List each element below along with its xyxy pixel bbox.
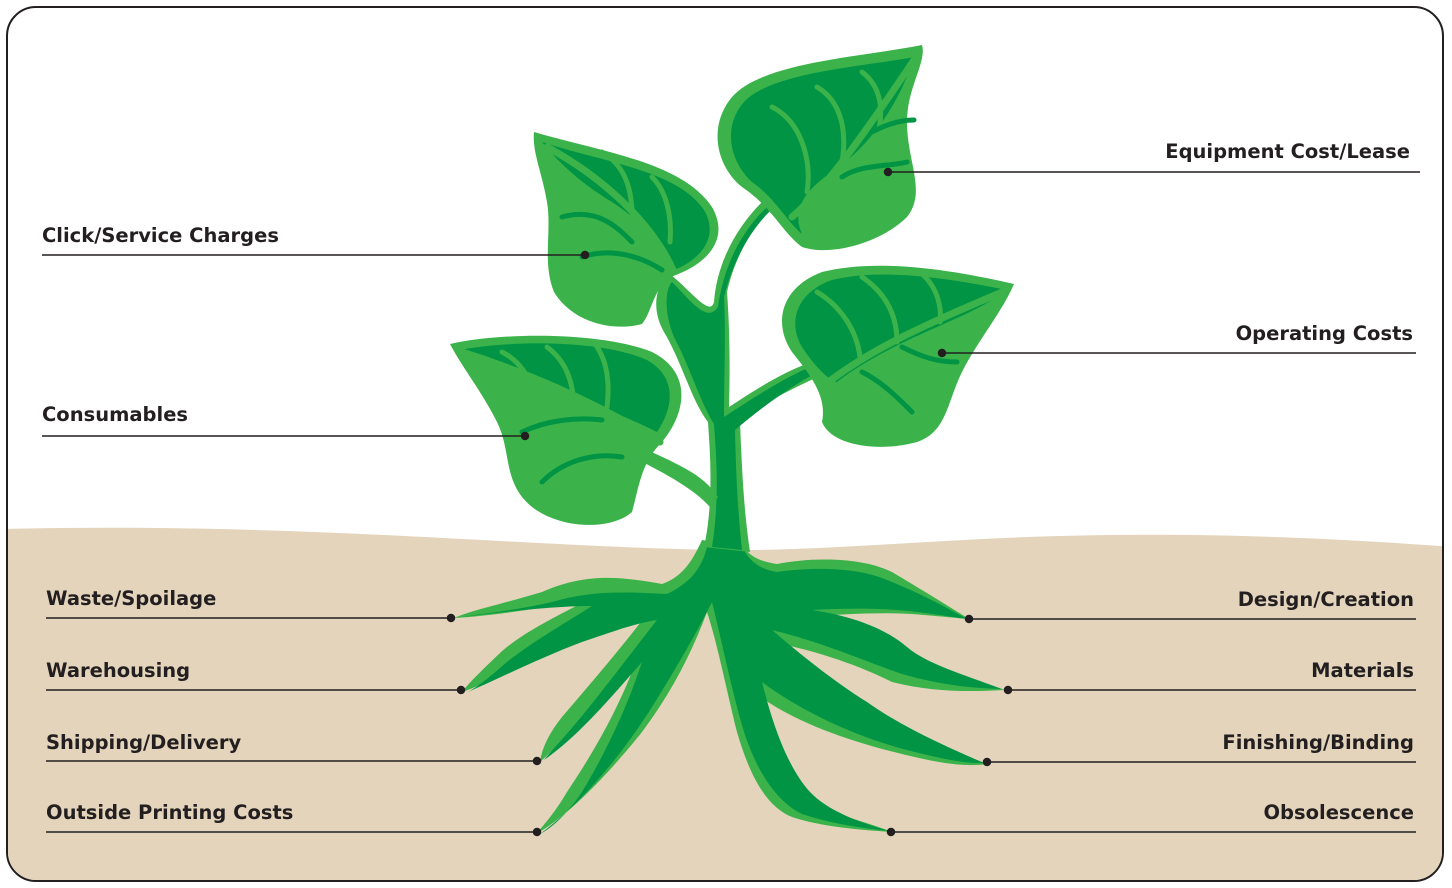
label-warehousing: Warehousing bbox=[46, 659, 190, 682]
label-materials: Materials bbox=[1311, 659, 1414, 682]
label-equipment-cost-lease: Equipment Cost/Lease bbox=[1165, 140, 1410, 163]
callout-dot-outside bbox=[534, 829, 541, 836]
label-finishing-binding: Finishing/Binding bbox=[1222, 731, 1414, 754]
plant-diagram: Equipment Cost/Lease Click/Service Charg… bbox=[8, 8, 1444, 882]
callout-dot-design bbox=[966, 616, 973, 623]
label-obsolescence: Obsolescence bbox=[1263, 801, 1414, 824]
callout-dot-warehousing bbox=[458, 687, 465, 694]
label-click-service-charges: Click/Service Charges bbox=[42, 224, 279, 247]
leaf-lower-left bbox=[450, 336, 681, 525]
callout-dot-obsolescence bbox=[888, 829, 895, 836]
label-operating-costs: Operating Costs bbox=[1236, 322, 1413, 345]
leaf-right bbox=[782, 266, 1014, 447]
callout-dot-finishing bbox=[984, 759, 991, 766]
callout-dot-equipment bbox=[885, 169, 892, 176]
label-outside-printing-costs: Outside Printing Costs bbox=[46, 801, 293, 824]
label-consumables: Consumables bbox=[42, 403, 188, 426]
callout-dot-shipping bbox=[534, 758, 541, 765]
diagram-frame: Equipment Cost/Lease Click/Service Charg… bbox=[6, 6, 1444, 882]
callout-dot-consumables bbox=[522, 433, 529, 440]
label-shipping-delivery: Shipping/Delivery bbox=[46, 731, 242, 754]
callout-dot-operating bbox=[939, 350, 946, 357]
callout-dot-waste bbox=[448, 615, 455, 622]
label-waste-spoilage: Waste/Spoilage bbox=[46, 587, 216, 610]
callout-dot-click-service bbox=[582, 252, 589, 259]
label-design-creation: Design/Creation bbox=[1238, 588, 1414, 611]
callout-dot-materials bbox=[1005, 687, 1012, 694]
